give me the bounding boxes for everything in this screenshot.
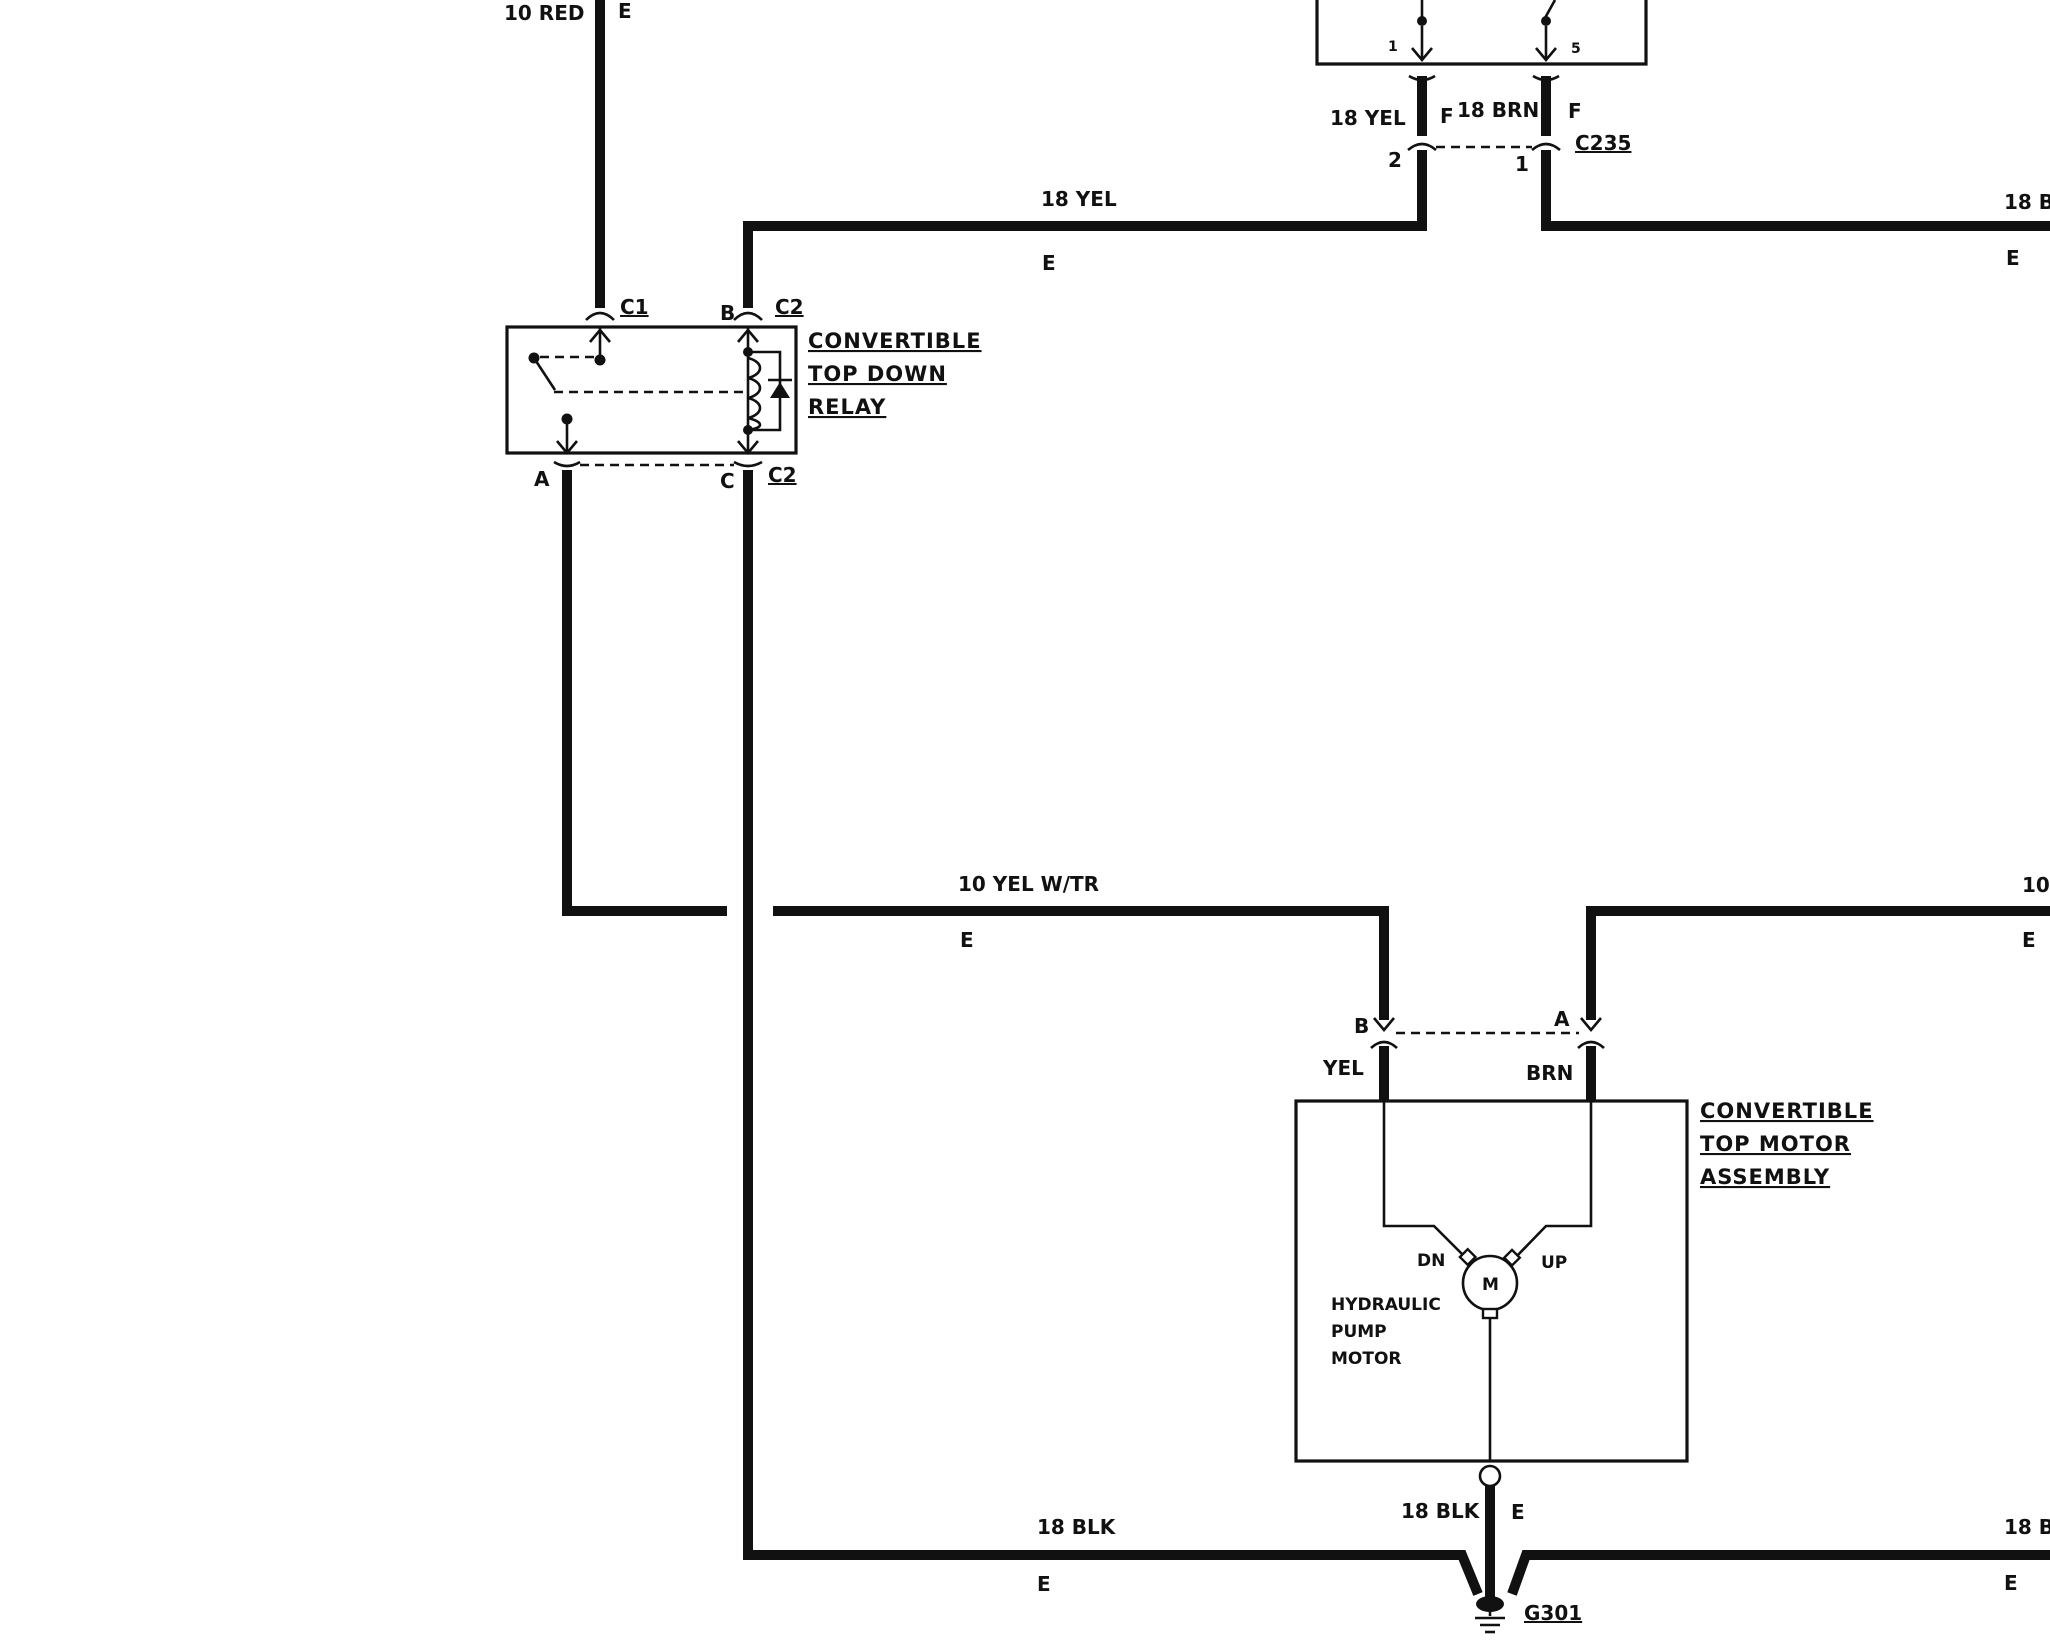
- switch-pin-1: 1: [1388, 39, 1398, 55]
- c235-wire-left: 18 YEL: [1330, 106, 1406, 130]
- c235-pin-left: 2: [1388, 148, 1402, 172]
- relay-bottom-connectors: [553, 460, 763, 468]
- motor-assembly-label-line3: ASSEMBLY: [1700, 1165, 1830, 1189]
- wire-10-yel-wtr-label: 10 YEL W/TR: [958, 872, 1099, 896]
- c235-letter-left: F: [1440, 104, 1454, 128]
- motor-dn-label: DN: [1417, 1251, 1445, 1271]
- relay-label-line2: TOP DOWN: [808, 362, 947, 386]
- wire-18-blk-vertical-code: E: [1511, 1500, 1525, 1524]
- motor-pin-b: B: [1354, 1014, 1369, 1038]
- wire-18-blk-vertical-label: 18 BLK: [1401, 1499, 1481, 1523]
- pump-label: HYDRAULIC PUMP MOTOR: [1331, 1295, 1441, 1369]
- c235-pin-right: 1: [1515, 152, 1529, 176]
- relay-label-line3: RELAY: [808, 395, 886, 419]
- c235-label: C235: [1575, 131, 1631, 155]
- motor-connector: [1370, 1017, 1605, 1100]
- top-switch-box: 1 5: [1315, 0, 1648, 66]
- motor-assembly-label: CONVERTIBLE TOP MOTOR ASSEMBLY: [1700, 1099, 1874, 1189]
- motor-up-label: UP: [1541, 1253, 1567, 1273]
- relay-connector-c2-top: C2: [775, 295, 804, 319]
- relay-top-connectors: [585, 311, 763, 321]
- relay-pin-b: B: [720, 301, 735, 325]
- upper-wires: [595, 0, 2050, 308]
- motor-symbol-m: M: [1482, 1275, 1499, 1295]
- convertible-top-down-relay: [505, 325, 798, 456]
- relay-label: CONVERTIBLE TOP DOWN RELAY: [808, 329, 982, 419]
- wire-18-blk-left-code: E: [1037, 1572, 1051, 1596]
- wire-10-red-code: E: [618, 0, 632, 23]
- motor-pin-a: A: [1554, 1007, 1570, 1031]
- wire-10-yel-wtr-code: E: [960, 928, 974, 952]
- pump-label-line1: HYDRAULIC: [1331, 1295, 1441, 1315]
- relay-pin-c: C: [720, 469, 735, 493]
- wire-18-b-ground-right-label: 18 B: [2004, 1515, 2050, 1539]
- c235-letter-right: F: [1568, 99, 1582, 123]
- middle-wires: [562, 470, 2050, 1596]
- motor-assembly-label-line2: TOP MOTOR: [1700, 1132, 1851, 1156]
- wire-10-right-label: 10: [2022, 873, 2050, 897]
- pump-label-line2: PUMP: [1331, 1322, 1387, 1342]
- connector-c235: 18 YEL F 18 BRN F 2 1 C235: [1330, 74, 1631, 176]
- relay-connector-c2-bottom: C2: [768, 463, 797, 487]
- c235-wire-right: 18 BRN: [1457, 98, 1539, 122]
- wire-10-right-code: E: [2022, 928, 2036, 952]
- motor-lead-brn: BRN: [1526, 1061, 1573, 1085]
- motor-lead-yel: YEL: [1322, 1056, 1364, 1080]
- wire-10-red-label: 10 RED: [504, 1, 584, 25]
- relay-label-line1: CONVERTIBLE: [808, 329, 982, 353]
- pump-label-line3: MOTOR: [1331, 1349, 1402, 1369]
- relay-connector-c1: C1: [620, 295, 649, 319]
- switch-pin-5: 5: [1571, 41, 1581, 57]
- ground-g301: [1475, 1464, 1505, 1634]
- motor-assembly-label-line1: CONVERTIBLE: [1700, 1099, 1874, 1123]
- wire-18-b-ground-right-code: E: [2004, 1571, 2018, 1595]
- wire-18-b-code: E: [2006, 246, 2020, 270]
- wire-18-yel-label: 18 YEL: [1041, 187, 1117, 211]
- relay-pin-a: A: [534, 467, 550, 491]
- ground-g301-label: G301: [1524, 1601, 1582, 1625]
- convertible-top-motor-assembly: [1294, 1099, 1689, 1463]
- wire-18-b-label: 18 B: [2004, 190, 2050, 214]
- wire-18-blk-left-label: 18 BLK: [1037, 1515, 1117, 1539]
- wire-18-yel-code: E: [1042, 251, 1056, 275]
